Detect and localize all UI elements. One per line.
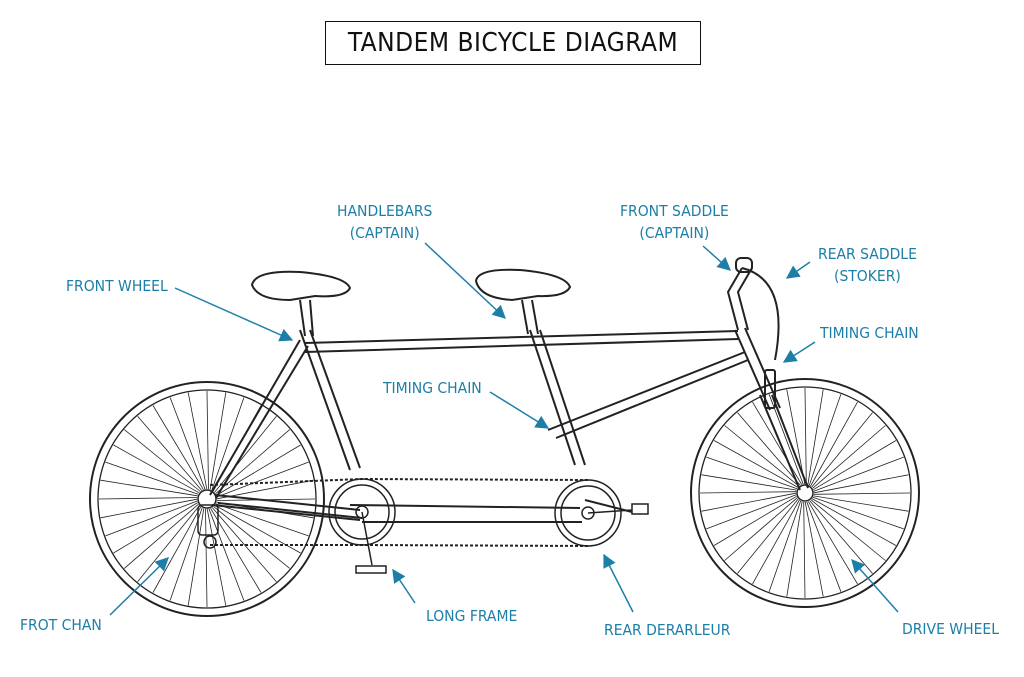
wheel-spoke: [812, 496, 904, 530]
wheel-spoke: [807, 389, 824, 485]
wheel-spoke: [211, 397, 245, 491]
wheel-spoke: [804, 501, 824, 597]
wheel-spoke: [216, 461, 309, 498]
wheel-spoke: [105, 461, 199, 495]
wheel-spoke: [811, 498, 897, 546]
label-front-chain: FROT CHAN: [20, 616, 102, 634]
wheel-spoke: [215, 503, 309, 537]
wheel-spoke: [813, 440, 897, 491]
front-chainring: [554, 479, 649, 547]
wheel-spoke: [113, 502, 198, 554]
wheel-spoke: [208, 508, 245, 601]
wheel-spoke: [737, 498, 799, 574]
wheel-spoke: [187, 392, 208, 490]
wheel-spoke: [169, 397, 206, 490]
wheel-spoke: [810, 401, 858, 487]
wheel-spoke: [98, 497, 198, 500]
timing-chain-right-arrow: [782, 341, 816, 363]
timing-chain-drawing: [209, 477, 589, 547]
label-rear-saddle: REAR SADDLE (STOKER): [818, 245, 917, 285]
label-long-frame: LONG FRAME: [426, 607, 518, 625]
wheel-spoke: [809, 500, 873, 574]
title-box: TANDEM BICYCLE DIAGRAM: [325, 21, 701, 65]
wheel-spoke: [137, 505, 200, 582]
wheel-spoke: [810, 499, 886, 561]
rear-wheel: [89, 381, 325, 617]
wheel-spoke: [152, 506, 202, 593]
front-wheel-arrow: [174, 287, 294, 342]
wheel-spoke: [808, 394, 842, 486]
wheel-spoke: [804, 387, 807, 485]
wheel-spoke: [813, 456, 904, 492]
wheel-spoke: [211, 507, 277, 582]
wheel-spoke: [768, 500, 802, 592]
derailleur-shape: [197, 504, 219, 549]
wheel-spoke: [752, 499, 800, 585]
wheel-spoke: [786, 389, 806, 485]
wheel-spoke: [806, 501, 842, 592]
wheel-spoke: [752, 401, 803, 485]
label-front-wheel: FRONT WHEEL: [66, 277, 168, 295]
wheel-spoke: [701, 492, 797, 512]
label-front-saddle: FRONT SADDLE (CAPTAIN): [620, 202, 729, 242]
front-chain-arrow: [109, 557, 169, 616]
wheel-spoke: [105, 500, 198, 537]
wheel-spoke: [786, 501, 803, 597]
label-timing-chain-center: TIMING CHAIN: [383, 379, 482, 397]
wheel-spoke: [124, 503, 199, 569]
wheel-spoke: [113, 444, 200, 494]
wheel-spoke: [100, 479, 198, 497]
label-timing-chain-right: TIMING CHAIN: [820, 324, 919, 342]
wheel-spoke: [737, 412, 801, 486]
wheel-spoke: [209, 392, 227, 490]
label-drive-wheel: DRIVE WHEEL: [902, 620, 999, 638]
wheel-spoke: [216, 479, 314, 500]
rear-chainring: [328, 478, 396, 574]
wheel-spoke: [724, 497, 798, 561]
label-rear-derailleur: REAR DERARLEUR: [604, 621, 731, 639]
wheel-spoke: [699, 491, 797, 494]
front-saddle-arrow: [702, 245, 732, 271]
wheel-spoke: [803, 501, 806, 599]
wheel-spoke: [206, 390, 209, 490]
rear-derailleur-arrow: [603, 553, 634, 613]
handlebars-arrow: [424, 242, 506, 319]
wheel-spoke: [724, 425, 800, 487]
wheel-spoke: [768, 394, 804, 485]
wheel-spoke: [813, 474, 909, 494]
wheel-spoke: [813, 492, 911, 495]
wheel-spoke: [214, 416, 277, 493]
wheel-spoke: [100, 498, 198, 519]
wheel-spoke: [205, 508, 208, 608]
timing-chain-center-arrow: [489, 391, 550, 429]
front-wheel: [690, 378, 920, 608]
wheel-spoke: [812, 425, 886, 489]
wheel-spoke: [169, 507, 203, 601]
wheel-spoke: [213, 506, 290, 569]
wheel-spoke: [187, 508, 205, 606]
wheel-spoke: [706, 494, 797, 530]
wheel-spoke: [706, 456, 798, 490]
wheel-spoke: [216, 444, 301, 496]
rear-saddle-shape: [250, 270, 352, 337]
label-handlebars: HANDLEBARS (CAPTAIN): [337, 202, 433, 242]
wheel-spoke: [713, 440, 799, 488]
long-frame-arrow: [392, 568, 416, 604]
front-saddle-shape: [474, 268, 572, 335]
drive-wheel-arrow: [851, 558, 899, 613]
wheel-spoke: [206, 508, 227, 606]
wheel-spoke: [124, 429, 201, 492]
wheel-spoke: [137, 416, 203, 491]
diagram-title: TANDEM BICYCLE DIAGRAM: [347, 28, 679, 58]
wheel-spoke: [701, 474, 797, 491]
wheel-spoke: [813, 495, 909, 512]
wheel-spoke: [807, 501, 858, 585]
rear-saddle-arrow: [785, 261, 811, 279]
wheel-spoke: [713, 495, 797, 546]
wheel-spoke: [811, 412, 873, 488]
wheel-spoke: [210, 508, 262, 593]
wheel-spoke: [215, 429, 290, 495]
wheel-spoke: [152, 405, 204, 490]
